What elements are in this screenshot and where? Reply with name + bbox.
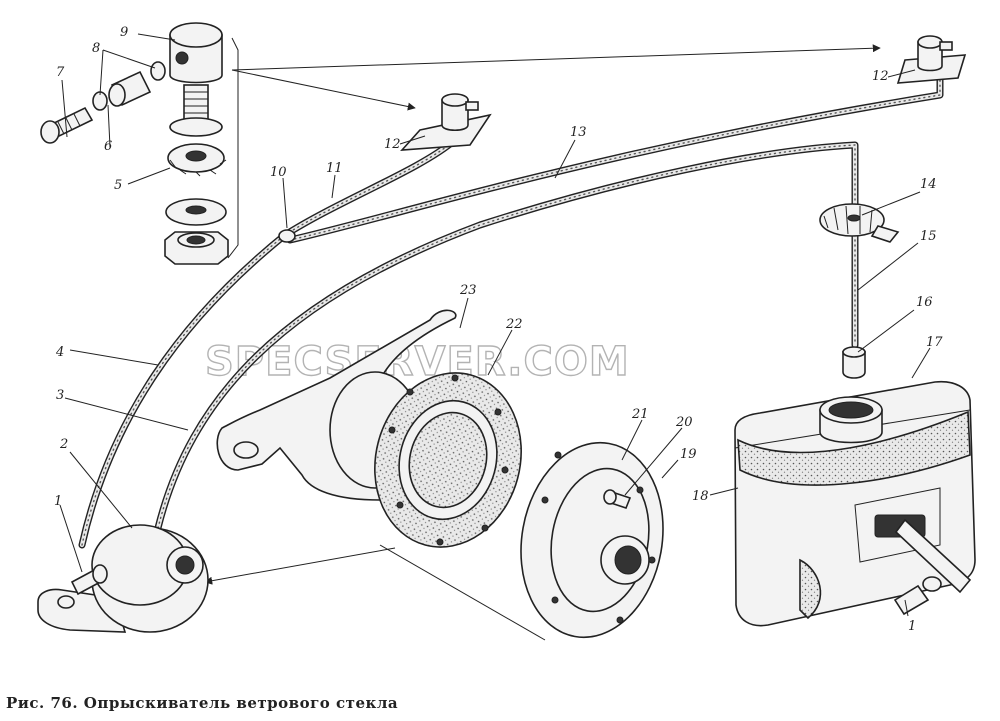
- windshield-washer-diagram: SPECSERVER.COM: [37, 22, 976, 641]
- callout-label: 12: [384, 137, 401, 152]
- callout-label: 17: [926, 335, 943, 350]
- assembly-arrows: [204, 37, 881, 641]
- callout-labels: 1 2 3 4 5 6 7 8 9 10 11 12 12 13 14 15 1…: [54, 25, 943, 634]
- callout-label: 6: [104, 139, 112, 154]
- callout-label: 18: [692, 489, 709, 504]
- hose-lines: [78, 76, 944, 549]
- callout-label: 1: [54, 494, 62, 509]
- callout-label: 10: [270, 165, 287, 180]
- pump-diaphragm: [374, 372, 522, 548]
- callout-label: 20: [675, 415, 693, 430]
- callout-label: 13: [570, 125, 587, 140]
- callout-label: 5: [114, 178, 122, 193]
- callout-label: 16: [916, 295, 933, 310]
- nozzle-assembly: [40, 22, 229, 265]
- hose-clamp: [819, 203, 900, 243]
- callout-label: 8: [92, 41, 100, 56]
- callout-label: 14: [920, 177, 937, 192]
- callout-label: 12: [872, 69, 889, 84]
- pump-cover: [520, 441, 664, 639]
- leader-lines: [59, 33, 931, 617]
- callout-label: 22: [505, 317, 523, 332]
- callout-label: 9: [120, 25, 128, 40]
- callout-label: 4: [55, 345, 64, 360]
- watermark: SPECSERVER.COM: [205, 339, 630, 385]
- tank-adapter: [842, 346, 866, 379]
- callout-label: 1: [908, 619, 916, 634]
- fluid-reservoir: [734, 380, 976, 627]
- spray-nozzles: [400, 35, 967, 151]
- figure-caption: Рис. 76. Опрыскиватель ветрового стекла: [6, 694, 399, 712]
- callout-label: 23: [459, 283, 477, 298]
- callout-label: 3: [56, 388, 64, 403]
- callout-label: 15: [920, 229, 937, 244]
- callout-label: 21: [631, 407, 649, 422]
- callout-label: 2: [59, 437, 68, 452]
- callout-label: 19: [680, 447, 697, 462]
- callout-label: 11: [326, 161, 343, 176]
- washer-pump: [37, 524, 209, 633]
- callout-label: 7: [56, 65, 65, 80]
